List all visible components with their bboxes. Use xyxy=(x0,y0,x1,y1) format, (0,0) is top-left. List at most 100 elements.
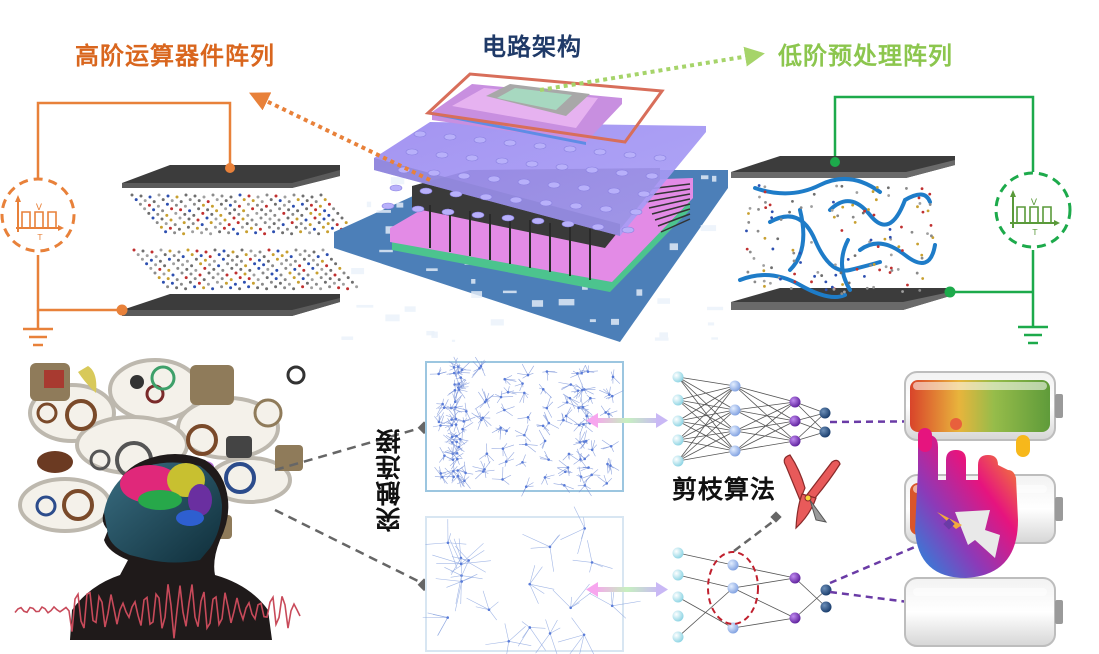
molecule-atom xyxy=(257,258,261,262)
molecule-atom xyxy=(229,278,233,282)
soma xyxy=(464,410,468,413)
board-trace xyxy=(659,332,668,338)
dendrite xyxy=(455,366,459,375)
molecule-atom xyxy=(164,230,168,234)
molecule-atom xyxy=(189,272,193,276)
molecule-atom xyxy=(290,221,294,225)
neuron xyxy=(491,443,515,458)
dendrite xyxy=(456,430,465,437)
network-node xyxy=(727,622,739,634)
hex-cell xyxy=(533,142,547,150)
molecule-atom xyxy=(756,229,760,233)
molecule-atom xyxy=(200,231,204,235)
molecule-atom xyxy=(920,187,924,191)
board-trace xyxy=(390,177,405,185)
neuron xyxy=(438,466,452,480)
neuron xyxy=(557,394,576,409)
molecule-atom xyxy=(336,211,340,215)
molecule-atom xyxy=(830,285,834,289)
molecule-atom xyxy=(251,207,255,211)
dendrite xyxy=(529,583,555,590)
soma xyxy=(569,606,572,610)
soma xyxy=(543,439,547,443)
board-trace xyxy=(636,289,643,296)
dendrite xyxy=(475,408,482,421)
molecule-atom xyxy=(917,196,921,200)
molecule-atom xyxy=(820,274,824,277)
dendrite xyxy=(454,389,460,398)
soma xyxy=(545,370,549,373)
top-electrode xyxy=(122,165,340,188)
full-neural-network xyxy=(672,371,831,467)
molecule-atom xyxy=(211,276,215,280)
molecule-atom xyxy=(176,266,180,270)
molecule-atom xyxy=(163,253,167,257)
ground-icon xyxy=(1018,325,1048,345)
dendrite xyxy=(612,600,641,607)
molecule-atom xyxy=(300,202,304,206)
soma xyxy=(582,423,585,426)
dendrite xyxy=(455,374,460,384)
dendrite xyxy=(436,403,443,410)
soma xyxy=(521,382,524,385)
ground-icon xyxy=(23,327,53,347)
molecule-atom xyxy=(262,255,266,259)
molecule-atom xyxy=(270,272,274,276)
network-edge xyxy=(677,376,736,411)
dendrite xyxy=(580,467,589,472)
molecule-atom xyxy=(813,274,816,278)
energy-logo xyxy=(915,418,1030,578)
dendrite xyxy=(557,402,568,409)
molecule-atom xyxy=(164,222,168,226)
molecule-atom xyxy=(185,259,189,263)
molecule-atom xyxy=(317,221,321,225)
molecule-atom xyxy=(211,287,215,291)
dendrite xyxy=(585,415,587,429)
hex-cell xyxy=(419,187,433,195)
dendrite xyxy=(529,566,543,585)
board-trace xyxy=(711,337,718,340)
molecule-atom xyxy=(264,204,268,208)
soma xyxy=(503,408,506,412)
molecule-atom xyxy=(269,198,273,202)
neuron xyxy=(542,411,560,430)
dendrite xyxy=(529,627,546,651)
dendrite xyxy=(458,441,468,448)
molecule-atom xyxy=(276,226,280,230)
board-trace xyxy=(707,322,715,326)
mapping-arrow-dense xyxy=(586,413,668,428)
molecule-atom xyxy=(175,286,179,290)
dendrite xyxy=(442,451,453,455)
molecule-atom xyxy=(259,216,263,220)
pulse-t-label: T xyxy=(37,233,43,242)
molecule-atom xyxy=(244,264,248,268)
dendrite xyxy=(561,384,571,391)
soma xyxy=(503,377,507,381)
molecule-atom xyxy=(332,207,336,211)
soma xyxy=(564,414,568,418)
molecule-atom xyxy=(177,250,181,254)
molecule-atom xyxy=(292,193,296,197)
dendrite xyxy=(504,378,516,381)
neuron xyxy=(570,365,588,378)
molecule-atom xyxy=(185,267,189,271)
molecule-atom xyxy=(265,193,269,197)
dendrite xyxy=(447,542,458,569)
dendrite xyxy=(449,366,459,371)
molecule-atom xyxy=(310,278,314,282)
hex-cell xyxy=(637,190,651,198)
bottom-electrode xyxy=(731,288,950,310)
molecule-atom xyxy=(310,286,314,290)
molecule-atom xyxy=(213,248,217,252)
network-node xyxy=(820,584,832,596)
molecule-atom xyxy=(928,203,932,206)
dendrite xyxy=(484,469,487,478)
dendrite xyxy=(549,619,558,634)
molecule-atom xyxy=(757,207,760,211)
network-edge xyxy=(734,385,796,403)
molecule-atom xyxy=(148,195,152,199)
dendrite xyxy=(475,606,490,610)
molecule-atom xyxy=(346,276,350,280)
molecule-atom xyxy=(770,210,774,214)
dendrite xyxy=(527,365,535,376)
